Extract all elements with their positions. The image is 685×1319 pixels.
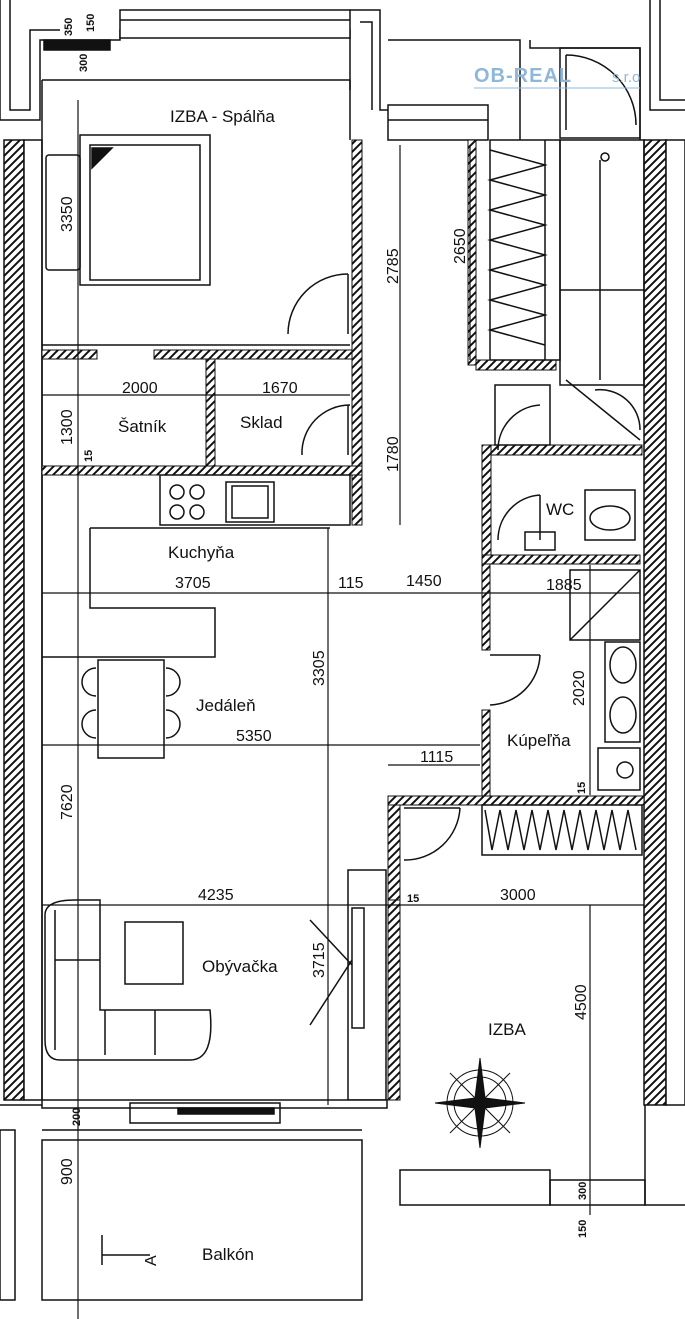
dim-1450: 1450 xyxy=(406,573,442,590)
interior-outline xyxy=(41,79,351,1100)
room-label-wc: WC xyxy=(546,500,574,519)
room-label-living: Obývačka xyxy=(202,957,278,976)
room-label-wardrobe: Šatník xyxy=(118,417,167,436)
living-furniture xyxy=(44,869,387,1101)
dim-1300: 1300 xyxy=(59,409,76,445)
dining-table xyxy=(81,659,181,759)
dim-4235: 4235 xyxy=(198,887,234,904)
room-label-room: IZBA xyxy=(488,1020,526,1039)
dim-4500: 4500 xyxy=(573,984,590,1020)
dim-900: 900 xyxy=(59,1158,76,1185)
top-walls xyxy=(0,0,685,141)
dim-300-b: 300 xyxy=(577,1182,589,1200)
room-label-dining: Jedáleň xyxy=(196,696,256,715)
dim-7620: 7620 xyxy=(59,784,76,820)
dim-1115: 1115 xyxy=(420,749,453,766)
dimension-labels: 2000 1670 3705 115 1450 1885 5350 1115 4… xyxy=(122,380,582,1266)
room-label-balcony: Balkón xyxy=(202,1245,254,1264)
room-label-storage: Sklad xyxy=(240,413,283,432)
dim-1885: 1885 xyxy=(546,577,582,594)
svg-text:s.r.o: s.r.o xyxy=(612,69,640,86)
svg-text:OB-REAL: OB-REAL xyxy=(474,65,572,87)
room-label-bathroom: Kúpeľňa xyxy=(507,731,571,750)
dim-15-c: 15 xyxy=(407,893,419,905)
dim-3350: 3350 xyxy=(59,196,76,232)
dim-2650: 2650 xyxy=(452,228,469,264)
dim-3000: 3000 xyxy=(500,887,536,904)
room-labels: IZBA - Spálňa Šatník Sklad Kuchyňa Jedál… xyxy=(118,107,574,1264)
dim-5350: 5350 xyxy=(236,728,272,745)
room-label-kitchen: Kuchyňa xyxy=(168,543,235,562)
kitchen-counter xyxy=(42,474,351,658)
room-label-bedroom: IZBA - Spálňa xyxy=(170,107,275,126)
balcony xyxy=(0,1099,685,1301)
bathroom-fixtures xyxy=(481,489,643,856)
dim-15-a: 15 xyxy=(83,450,95,462)
dim-3715: 3715 xyxy=(311,942,328,978)
compass-rose xyxy=(434,1057,526,1149)
dim-2785: 2785 xyxy=(385,248,402,284)
dim-350: 350 xyxy=(63,18,75,36)
interior-walls xyxy=(41,139,645,1101)
dim-1780: 1780 xyxy=(385,436,402,472)
dim-200: 200 xyxy=(71,1108,83,1126)
stairs xyxy=(487,139,645,446)
dim-3705: 3705 xyxy=(175,575,211,592)
vertical-dimension-labels: 350 150 300 3350 2785 2650 1300 1780 15 … xyxy=(59,14,590,1238)
dim-3305: 3305 xyxy=(311,650,328,686)
dim-150: 150 xyxy=(85,14,97,32)
dim-150-b: 150 xyxy=(577,1220,589,1238)
dimension-lines xyxy=(42,100,644,1319)
company-logo: OB-REAL s.r.o xyxy=(474,65,640,89)
bed-furniture xyxy=(42,134,350,346)
dim-15-b: 15 xyxy=(576,782,588,794)
dim-300: 300 xyxy=(78,54,90,72)
section-marker: A xyxy=(143,1255,160,1266)
dim-1670: 1670 xyxy=(262,380,298,397)
dim-2000: 2000 xyxy=(122,380,158,397)
dim-2020: 2020 xyxy=(571,670,588,706)
doors xyxy=(287,273,641,861)
dim-115: 115 xyxy=(338,575,364,592)
